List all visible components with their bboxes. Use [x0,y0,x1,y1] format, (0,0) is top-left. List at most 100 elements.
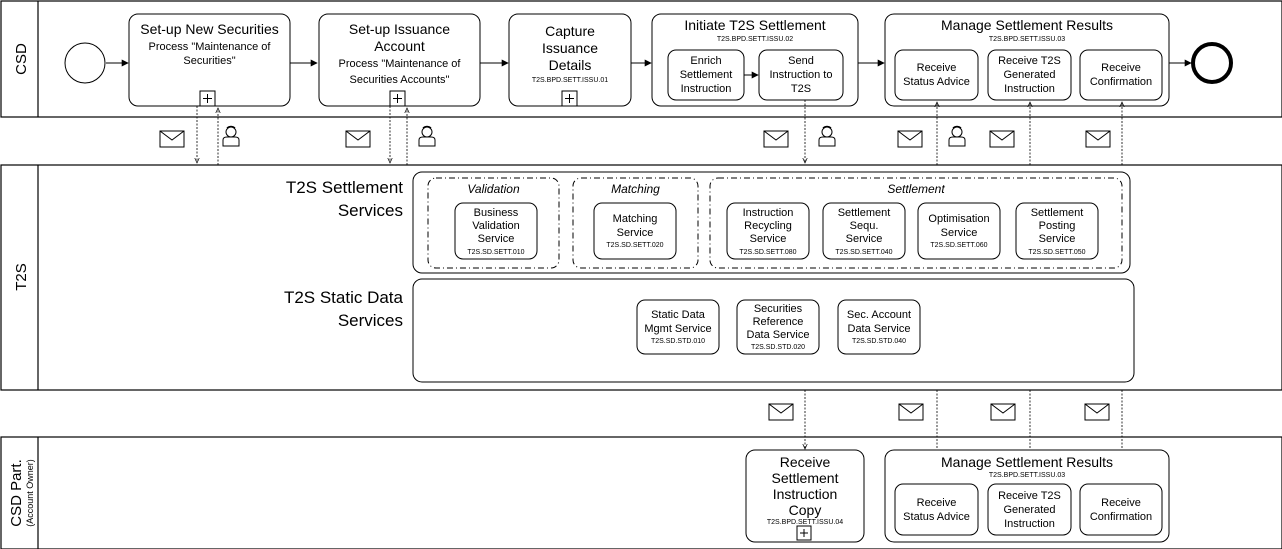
plus-box-icon [796,525,812,541]
task-enrich-settlement-instruction: Enrich Settlement Instruction [667,49,745,101]
service-static-data-mgmt: Static Data Mgmt Service T2S.SD.STD.010 [636,299,720,355]
envelope-icon [1084,403,1110,421]
svg-text:Settlement: Settlement [887,182,945,196]
svg-text:Status Advice: Status Advice [903,76,970,88]
svg-text:Receive: Receive [917,497,957,509]
svg-text:Receive: Receive [1101,497,1141,509]
svg-text:Settlement: Settlement [838,207,891,219]
static-data-services-label: T2S Static Data [284,288,404,307]
group-validation: Validation [427,177,560,269]
envelope-icon [768,403,794,421]
svg-text:Reference: Reference [753,316,804,328]
svg-text:Recycling: Recycling [744,220,792,232]
svg-text:Instruction: Instruction [773,486,838,502]
svg-text:Service: Service [617,227,654,239]
svg-text:Issuance: Issuance [542,40,598,56]
lane-label-participant-sub: (Account Owner) [25,459,35,527]
svg-text:Send: Send [788,55,814,67]
svg-text:T2S.BPD.SETT.ISSU.02: T2S.BPD.SETT.ISSU.02 [717,36,793,43]
person-icon [948,125,966,147]
svg-text:Posting: Posting [1039,220,1076,232]
envelope-icon [990,403,1016,421]
svg-text:Instruction to: Instruction to [770,69,833,81]
person-icon [818,125,836,147]
task-receive-status-advice: Receive Status Advice [894,49,979,101]
envelope-icon [989,130,1015,148]
svg-text:Manage Settlement Results: Manage Settlement Results [941,454,1113,470]
svg-text:Receive T2S: Receive T2S [998,55,1061,67]
svg-text:Securities: Securities [754,303,803,315]
group-matching: Matching [572,177,699,269]
svg-text:T2S.BPD.SETT.ISSU.04: T2S.BPD.SETT.ISSU.04 [767,519,843,526]
svg-text:Matching: Matching [613,213,658,225]
service-securities-reference-data: Securities Reference Data Service T2S.SD… [736,299,820,355]
svg-text:Mgmt Service: Mgmt Service [644,323,711,335]
svg-text:Process "Maintenance of: Process "Maintenance of [149,41,272,53]
svg-text:Service: Service [1039,233,1076,245]
task-setup-new-securities: Set-up New Securities Process "Maintenan… [128,13,291,107]
task-send-instruction-to-t2s: Send Instruction to T2S [758,49,844,101]
svg-text:Securities": Securities" [183,55,235,67]
end-event [1191,42,1233,84]
service-settlement-posting: Settlement Posting Service T2S.SD.SETT.0… [1015,202,1099,260]
svg-text:Set-up New Securities: Set-up New Securities [140,21,279,37]
svg-text:Enrich: Enrich [690,55,721,67]
service-settlement-sequencing: Settlement Sequ. Service T2S.SD.SETT.040 [822,202,906,260]
lane-label-participant: CSD Part. [8,459,25,527]
envelope-icon [345,130,371,148]
svg-text:Validation: Validation [467,182,520,196]
svg-text:Instruction: Instruction [1004,518,1055,530]
svg-text:Settlement: Settlement [1031,207,1084,219]
svg-text:Optimisation: Optimisation [928,213,989,225]
svg-text:Data Service: Data Service [747,329,810,341]
task-receive-confirmation: Receive Confirmation [1079,483,1163,536]
svg-text:Receive: Receive [1101,62,1141,74]
plus-box-icon [561,90,578,107]
svg-text:T2S.SD.STD.010: T2S.SD.STD.010 [651,338,705,345]
svg-text:T2S.SD.SETT.010: T2S.SD.SETT.010 [467,249,524,256]
svg-text:Service: Service [750,233,787,245]
svg-text:T2S: T2S [791,83,811,95]
plus-box-icon [199,90,216,107]
task-capture-issuance-details: Capture Issuance Details T2S.BPD.SETT.IS… [508,13,632,107]
svg-text:Process "Maintenance of: Process "Maintenance of [339,58,462,70]
svg-text:T2S.SD.SETT.020: T2S.SD.SETT.020 [606,242,663,249]
envelope-icon [897,130,923,148]
svg-text:Generated: Generated [1004,69,1056,81]
svg-text:Status Advice: Status Advice [903,511,970,523]
svg-text:Instruction: Instruction [681,83,732,95]
svg-text:T2S.BPD.SETT.ISSU.03: T2S.BPD.SETT.ISSU.03 [989,472,1065,479]
envelope-icon [898,403,924,421]
task-receive-status-advice: Receive Status Advice [894,483,979,536]
svg-text:Sec. Account: Sec. Account [847,309,911,321]
svg-text:T2S.SD.STD.020: T2S.SD.STD.020 [751,344,805,351]
svg-text:Receive: Receive [780,454,831,470]
svg-text:Validation: Validation [472,220,520,232]
svg-text:Manage Settlement Results: Manage Settlement Results [941,17,1113,33]
task-receive-settlement-instruction-copy: Receive Settlement Instruction Copy T2S.… [745,449,865,543]
task-setup-issuance-account: Set-up Issuance Account Process "Mainten… [318,13,481,107]
svg-text:Securities Accounts": Securities Accounts" [350,74,450,86]
service-sec-account-data: Sec. Account Data Service T2S.SD.STD.040 [837,299,921,355]
envelope-icon [159,130,185,148]
subprocess-manage-settlement-results: Manage Settlement Results T2S.BPD.SETT.I… [884,13,1170,107]
svg-text:Confirmation: Confirmation [1090,76,1152,88]
person-icon [418,125,436,147]
task-receive-t2s-generated-instruction: Receive T2S Generated Instruction [987,483,1072,536]
svg-text:T2S.SD.SETT.060: T2S.SD.SETT.060 [930,242,987,249]
service-business-validation: Business Validation Service T2S.SD.SETT.… [454,202,538,260]
svg-text:T2S.SD.STD.040: T2S.SD.STD.040 [852,338,906,345]
svg-text:Confirmation: Confirmation [1090,511,1152,523]
settlement-services-label: T2S Settlement [286,178,403,197]
svg-text:Details: Details [549,57,592,73]
subprocess-manage-settlement-results-participant: Manage Settlement Results T2S.BPD.SETT.I… [884,449,1170,543]
task-receive-t2s-generated-instruction: Receive T2S Generated Instruction [987,49,1072,101]
svg-text:Generated: Generated [1004,504,1056,516]
svg-text:T2S.SD.SETT.050: T2S.SD.SETT.050 [1028,249,1085,256]
svg-text:T2S.SD.SETT.080: T2S.SD.SETT.080 [739,249,796,256]
service-instruction-recycling: Instruction Recycling Service T2S.SD.SET… [726,202,810,260]
lane-label-csd: CSD [13,43,30,75]
svg-text:Sequ.: Sequ. [850,220,879,232]
svg-text:Service: Service [478,233,515,245]
